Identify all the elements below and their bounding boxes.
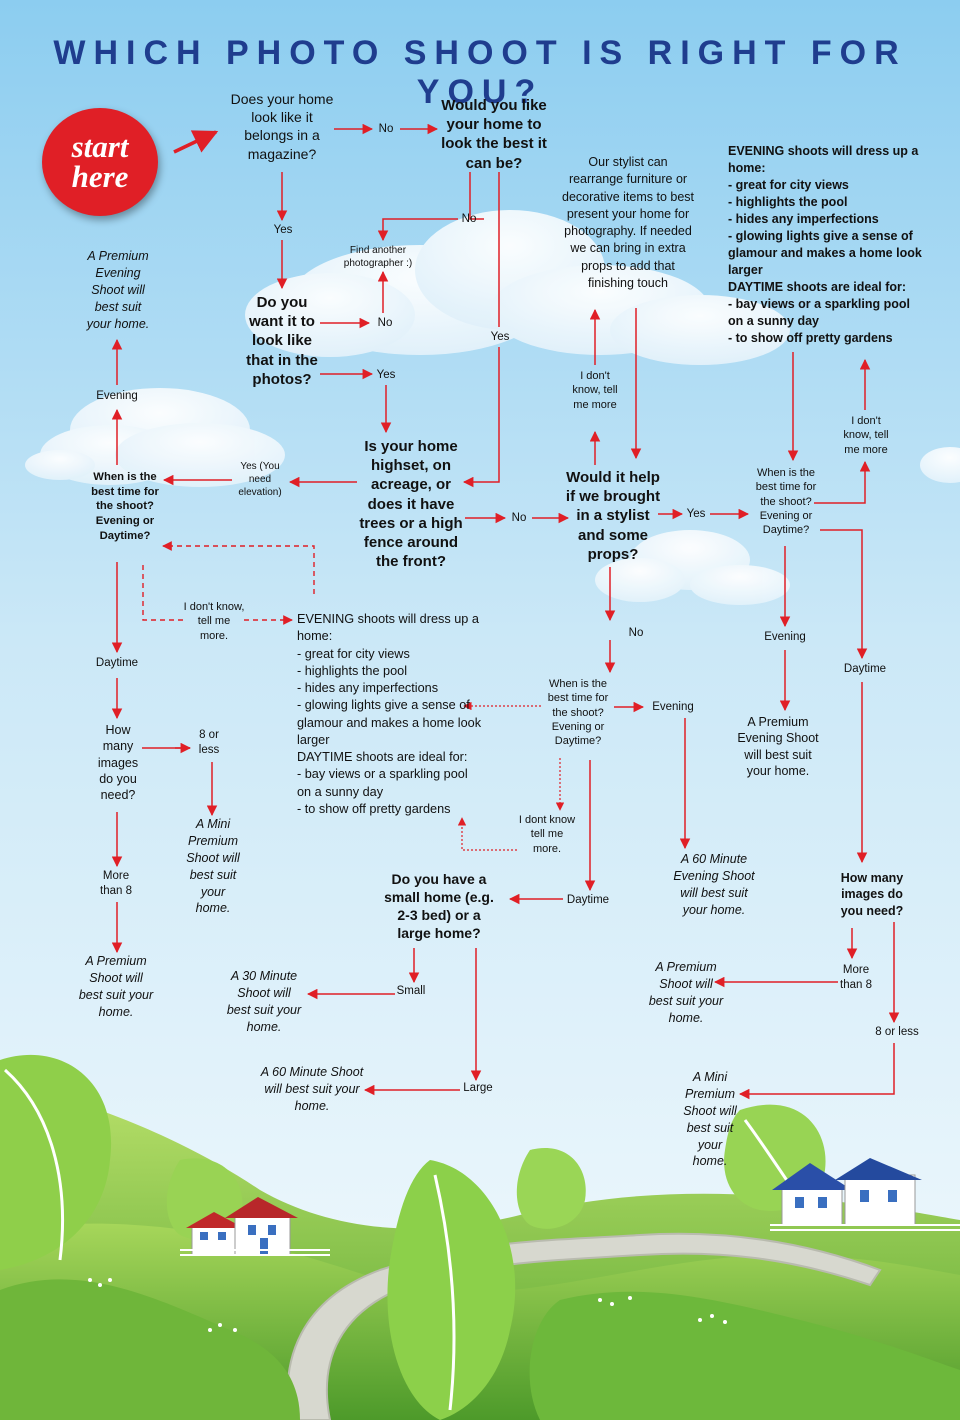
- label-evening: Evening: [646, 700, 700, 715]
- label-no: No: [370, 316, 400, 331]
- question-time-right: When is the best time for the shoot? Eve…: [750, 466, 822, 537]
- question-time-mid: When is the best time for the shoot? Eve…: [540, 677, 616, 748]
- label-small: Small: [392, 984, 430, 999]
- start-label: start here: [58, 132, 142, 192]
- label-dont-know-right: I don't know, tell me more: [836, 414, 896, 457]
- daytime-item: - bay views or a sparkling pool on a sun…: [728, 296, 924, 330]
- label-yes: Yes: [371, 368, 401, 383]
- evening-item: - glowing lights give a sense of glamour…: [297, 697, 485, 749]
- label-no: No: [504, 511, 534, 526]
- question-time-left: When is the best time for the shoot? Eve…: [88, 470, 162, 543]
- label-8-or-less: 8 or less: [190, 728, 228, 758]
- label-evening: Evening: [758, 630, 812, 645]
- label-yes-elevation: Yes (You need elevation): [229, 460, 291, 499]
- find-another-photographer: Find another photographer :): [338, 244, 418, 270]
- label-daytime: Daytime: [90, 656, 144, 671]
- stylist-info: Our stylist can rearrange furniture or d…: [562, 154, 694, 292]
- evening-item: - hides any imperfections: [297, 680, 485, 697]
- label-daytime: Daytime: [836, 662, 894, 677]
- evening-heading: EVENING shoots will dress up a home:: [297, 611, 485, 646]
- label-evening: Evening: [90, 389, 144, 404]
- label-no: No: [455, 212, 483, 227]
- label-more-than-8: More than 8: [832, 963, 880, 993]
- label-dont-know-stylist: I don't know, tell me more: [566, 369, 624, 412]
- label-no: No: [372, 122, 400, 137]
- daytime-item: - to show off pretty gardens: [728, 330, 924, 347]
- start-here-badge: start here: [42, 108, 158, 216]
- question-highset: Is your home highset, on acreage, or doe…: [355, 437, 467, 571]
- evening-item: - great for city views: [297, 646, 485, 663]
- daytime-heading: DAYTIME shoots are ideal for:: [728, 279, 924, 296]
- label-yes: Yes: [268, 223, 298, 238]
- result-premium-evening-right: A Premium Evening Shoot will best suit y…: [735, 714, 821, 779]
- result-mini-left: A Mini Premium Shoot will best suit your…: [184, 816, 242, 917]
- evening-item: - highlights the pool: [728, 194, 924, 211]
- result-premium-evening-left: A Premium Evening Shoot will best suit y…: [82, 248, 154, 332]
- question-want-like: Do you want it to look like that in the …: [240, 293, 324, 389]
- label-no: No: [622, 626, 650, 641]
- evening-heading: EVENING shoots will dress up a home:: [728, 143, 924, 177]
- result-60-minute-evening: A 60 Minute Evening Shoot will best suit…: [672, 851, 756, 919]
- label-dont-know-mid: I dont know tell me more.: [516, 813, 578, 856]
- question-home-size: Do you have a small home (e.g. 2-3 bed) …: [380, 871, 498, 943]
- question-stylist: Would it help if we brought in a stylist…: [562, 468, 664, 564]
- evening-item: - hides any imperfections: [728, 211, 924, 228]
- label-daytime: Daytime: [561, 893, 615, 908]
- daytime-item: - to show off pretty gardens: [297, 801, 485, 818]
- question-look-best: Would you like your home to look the bes…: [434, 96, 554, 173]
- evening-item: - glowing lights give a sense of glamour…: [728, 228, 924, 279]
- question-magazine: Does your home look like it belongs in a…: [230, 90, 334, 163]
- label-8-or-less: 8 or less: [868, 1025, 926, 1040]
- question-images-left: How many images do you need?: [94, 722, 142, 803]
- result-premium-left: A Premium Shoot will best suit your home…: [78, 953, 154, 1021]
- result-30-minute: A 30 Minute Shoot will best suit your ho…: [226, 968, 302, 1036]
- info-block-top-right: EVENING shoots will dress up a home: - g…: [728, 143, 924, 347]
- question-images-right: How many images do you need?: [832, 870, 912, 919]
- evening-item: - highlights the pool: [297, 663, 485, 680]
- result-premium-right: A Premium Shoot will best suit your home…: [646, 959, 726, 1027]
- evening-item: - great for city views: [728, 177, 924, 194]
- info-block-center: EVENING shoots will dress up a home: - g…: [297, 611, 485, 818]
- label-yes: Yes: [681, 507, 711, 522]
- label-dont-know-left: I don't know, tell me more.: [183, 600, 245, 643]
- result-60-minute: A 60 Minute Shoot will best suit your ho…: [258, 1064, 366, 1115]
- label-yes: Yes: [485, 330, 515, 345]
- daytime-item: - bay views or a sparkling pool on a sun…: [297, 766, 485, 801]
- daytime-heading: DAYTIME shoots are ideal for:: [297, 749, 485, 766]
- result-mini-right: A Mini Premium Shoot will best suit your…: [680, 1069, 740, 1170]
- label-more-than-8: More than 8: [92, 869, 140, 899]
- label-large: Large: [458, 1081, 498, 1096]
